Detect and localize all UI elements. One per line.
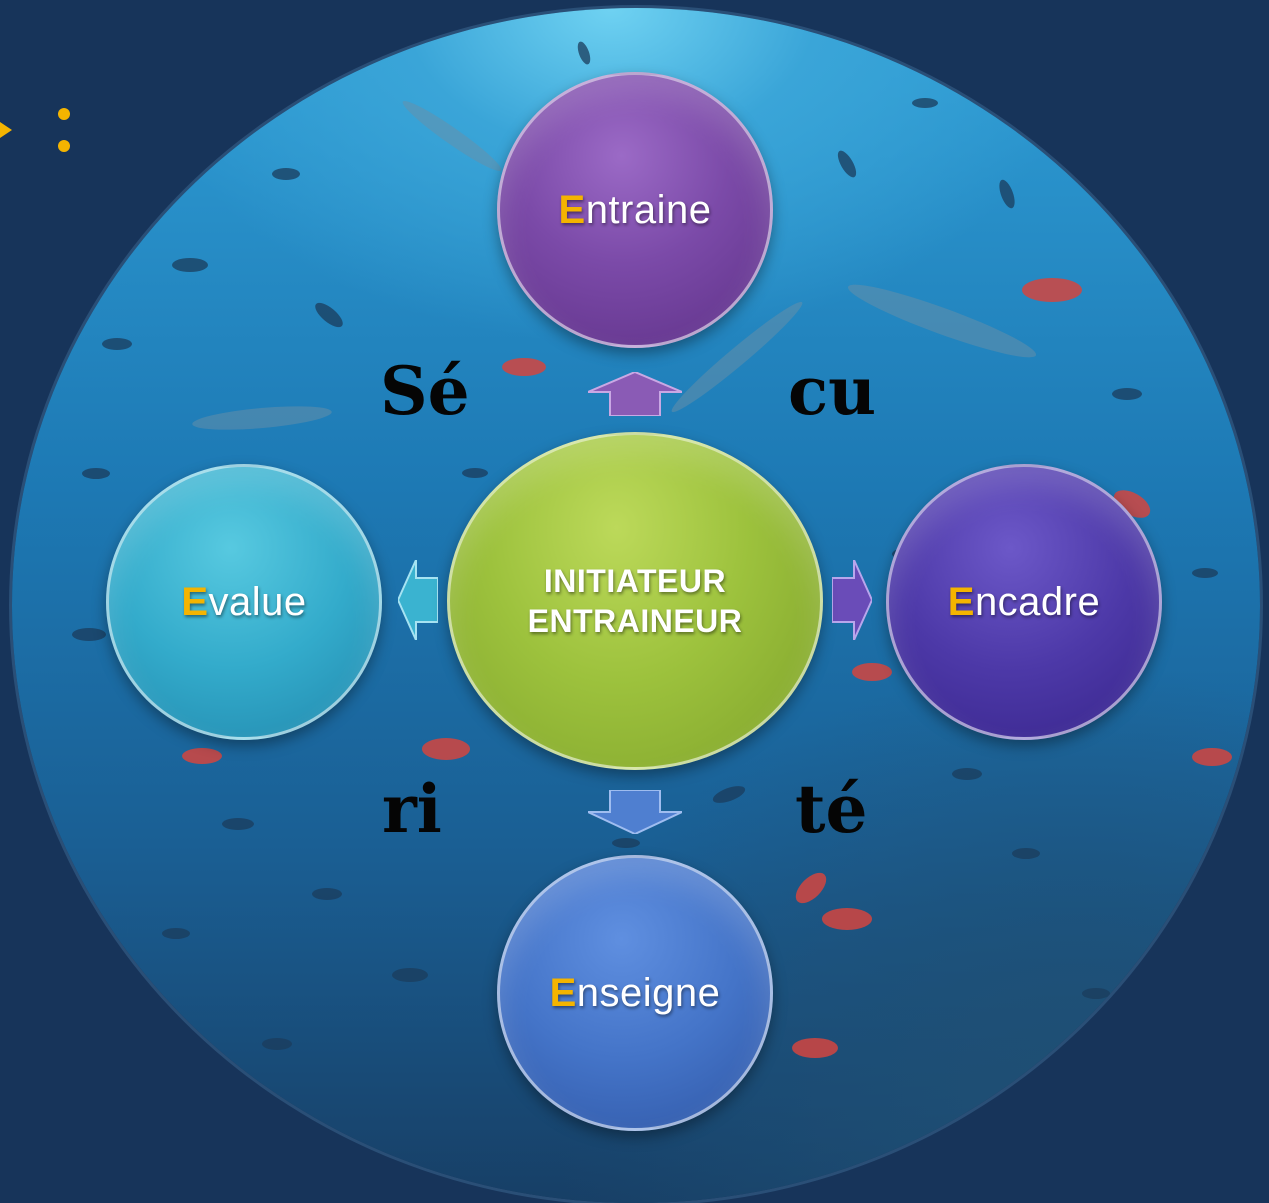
node-evalue-label: Evalue	[181, 579, 307, 624]
arrow-down-icon	[588, 790, 682, 834]
center-label-line2: ENTRAINEUR	[527, 603, 743, 639]
node-enseigne-label: Enseigne	[549, 970, 721, 1015]
word-piece-se: Sé	[380, 352, 470, 430]
node-encadre: Encadre	[886, 464, 1162, 740]
arrow-right-icon	[832, 560, 872, 640]
arrow-left-icon	[398, 560, 438, 640]
node-entraine-label: Entraine	[558, 187, 712, 232]
bullet-marker	[0, 106, 80, 170]
word-piece-te: té	[795, 770, 868, 848]
node-encadre-label: Encadre	[947, 579, 1101, 624]
node-entraine: Entraine	[497, 72, 773, 348]
arrow-up-icon	[588, 372, 682, 416]
center-label: INITIATEUR ENTRAINEUR	[528, 561, 743, 641]
center-label-line1: INITIATEUR	[543, 563, 727, 599]
node-enseigne: Enseigne	[497, 855, 773, 1131]
word-piece-cu: cu	[788, 352, 877, 430]
node-evalue: Evalue	[106, 464, 382, 740]
word-piece-ri: ri	[382, 770, 442, 848]
arrow-bullet-icon	[0, 108, 70, 152]
node-center-initiateur-entraineur: INITIATEUR ENTRAINEUR	[447, 432, 823, 770]
